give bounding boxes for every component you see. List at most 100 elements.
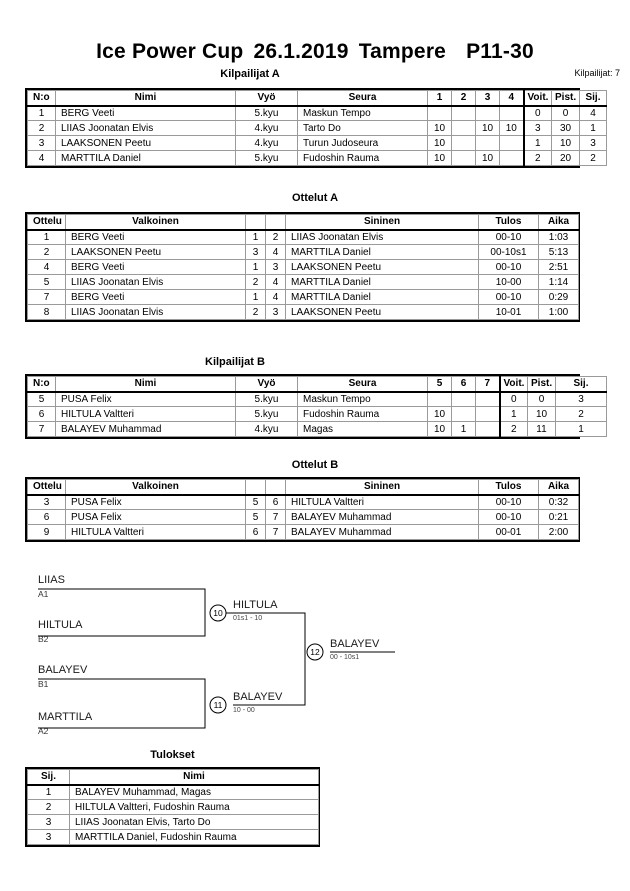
col-name: Nimi [69, 769, 319, 786]
cell-white: BERG Veeti [65, 259, 246, 275]
cell-rank: 1 [579, 120, 607, 136]
cell-belt: 5.kyu [235, 105, 298, 121]
cell-blue-no: 7 [265, 524, 286, 540]
cell-belt: 4.kyu [235, 135, 298, 151]
cell-blue-no: 6 [265, 494, 286, 510]
table-row: 4 MARTTILA Daniel 5.kyu Fudoshin Rauma 1… [27, 150, 607, 166]
col-result: Tulos [478, 479, 539, 496]
cell-white: LIIAS Joonatan Elvis [65, 304, 246, 320]
bracket-entry-name: MARTTILA [38, 711, 93, 723]
pool-b-header-row: N:o Nimi Vyö Seura 5 6 7 Voit. Pist. Sij… [27, 376, 607, 393]
title-event: Ice Power Cup [96, 40, 244, 63]
cell-result: 10-01 [478, 304, 539, 320]
cell-white-no: 1 [245, 289, 266, 305]
bracket-entry-name: LIIAS [38, 574, 65, 586]
bracket-match-number: 11 [214, 700, 223, 710]
cell-blue: MARTTILA Daniel [285, 289, 479, 305]
col-no: N:o [27, 376, 56, 393]
cell-no: 6 [27, 406, 56, 422]
cell-white-no: 1 [245, 259, 266, 275]
cell-match-no: 7 [27, 289, 66, 305]
cell-name: BALAYEV Muhammad, Magas [69, 784, 319, 800]
cell-m5: 10 [427, 421, 452, 437]
cell-wins: 3 [522, 120, 552, 136]
cell-no: 1 [27, 105, 56, 121]
cell-blue-no: 7 [265, 509, 286, 525]
bracket-match-number: 10 [213, 608, 223, 618]
matches-b-header-row: Ottelu Valkoinen Sininen Tulos Aika [27, 479, 579, 496]
heading-results: Tulokset [150, 749, 195, 761]
col-m6: 6 [451, 376, 476, 393]
cell-white: HILTULA Valtteri [65, 524, 246, 540]
elimination-bracket: LIIAS A1 HILTULA B2 10 HILTULA 01s1 - 10… [0, 560, 630, 740]
bracket-entry-seed: A1 [38, 589, 49, 599]
col-club: Seura [297, 376, 428, 393]
cell-white-no: 3 [245, 244, 266, 260]
table-row: 4 BERG Veeti 1 3 LAAKSONEN Peetu 00-10 2… [27, 259, 579, 275]
cell-wins: 0 [522, 105, 552, 121]
bracket-entry-name: BALAYEV [38, 664, 88, 676]
cell-blue: MARTTILA Daniel [285, 274, 479, 290]
col-white: Valkoinen [65, 214, 246, 231]
table-row: 6 PUSA Felix 5 7 BALAYEV Muhammad 00-10 … [27, 509, 579, 525]
pool-b-table: N:o Nimi Vyö Seura 5 6 7 Voit. Pist. Sij… [25, 374, 607, 439]
col-blue-no [265, 214, 286, 231]
cell-club: Tarto Do [297, 120, 428, 136]
col-white-no [245, 479, 266, 496]
cell-wins: 2 [498, 421, 528, 437]
bracket-match-node [209, 696, 227, 714]
cell-white: LIIAS Joonatan Elvis [65, 274, 246, 290]
cell-rank: 1 [555, 421, 607, 437]
col-blue: Sininen [285, 479, 479, 496]
col-wins: Voit. [498, 376, 528, 393]
col-match-no: Ottelu [27, 479, 66, 496]
cell-m4 [499, 135, 524, 151]
cell-belt: 4.kyu [235, 120, 298, 136]
cell-white-no: 2 [245, 304, 266, 320]
cell-result: 00-10 [478, 229, 539, 245]
cell-name: BERG Veeti [55, 105, 236, 121]
cell-no: 5 [27, 391, 56, 407]
cell-match-no: 8 [27, 304, 66, 320]
table-row: 1 BERG Veeti 1 2 LIIAS Joonatan Elvis 00… [27, 229, 579, 245]
cell-match-no: 9 [27, 524, 66, 540]
cell-m1: 10 [427, 120, 452, 136]
table-row: 1 BALAYEV Muhammad, Magas [27, 784, 319, 800]
cell-m2 [451, 150, 476, 166]
cell-blue: BALAYEV Muhammad [285, 509, 479, 525]
cell-points: 0 [551, 105, 580, 121]
cell-white-no: 1 [245, 229, 266, 245]
cell-belt: 5.kyu [235, 406, 298, 422]
bracket-semifinal-score: 01s1 - 10 [233, 615, 262, 622]
cell-m7 [475, 391, 500, 407]
col-blue-no [265, 479, 286, 496]
col-m1: 1 [427, 90, 452, 107]
cell-result: 00-01 [478, 524, 539, 540]
cell-white: LAAKSONEN Peetu [65, 244, 246, 260]
cell-name: BALAYEV Muhammad [55, 421, 236, 437]
cell-white: PUSA Felix [65, 494, 246, 510]
cell-m1 [427, 105, 452, 121]
table-row: 2 LIIAS Joonatan Elvis 4.kyu Tarto Do 10… [27, 120, 607, 136]
cell-points: 11 [527, 421, 556, 437]
table-row: 6 HILTULA Valtteri 5.kyu Fudoshin Rauma … [27, 406, 607, 422]
cell-rank: 2 [579, 150, 607, 166]
cell-time: 0:29 [538, 289, 579, 305]
cell-time: 2:00 [538, 524, 579, 540]
bracket-final-number: 12 [310, 647, 320, 657]
cell-m2 [451, 120, 476, 136]
cell-name: LIIAS Joonatan Elvis [55, 120, 236, 136]
cell-result: 00-10s1 [478, 244, 539, 260]
cell-wins: 1 [498, 406, 528, 422]
col-belt: Vyö [235, 90, 298, 107]
col-rank: Sij. [27, 769, 70, 786]
col-m5: 5 [427, 376, 452, 393]
cell-rank: 4 [579, 105, 607, 121]
cell-points: 10 [551, 135, 580, 151]
cell-club: Fudoshin Rauma [297, 150, 428, 166]
cell-m7 [475, 421, 500, 437]
table-row: 3 PUSA Felix 5 6 HILTULA Valtteri 00-10 … [27, 494, 579, 510]
cell-match-no: 4 [27, 259, 66, 275]
cell-m3 [475, 135, 500, 151]
matches-b-table: Ottelu Valkoinen Sininen Tulos Aika 3 PU… [25, 477, 580, 542]
